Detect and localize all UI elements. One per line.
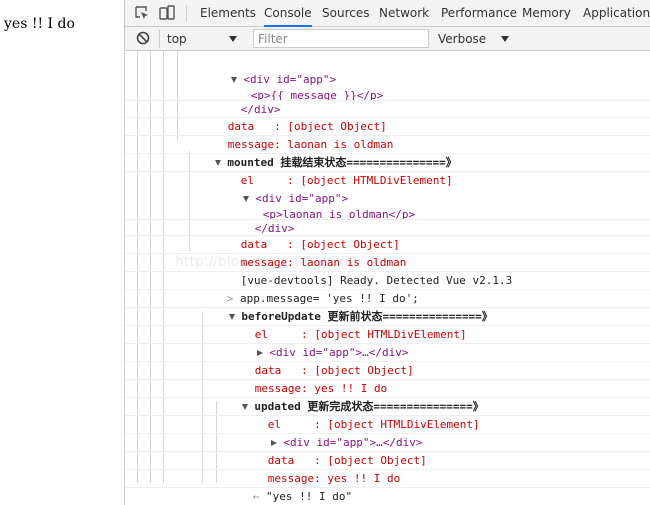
- inspect-element-icon[interactable]: [134, 5, 150, 21]
- chevron-down-icon[interactable]: [501, 36, 509, 42]
- log-line: el : [object HTMLDivElement]: [125, 154, 650, 187]
- log-text: [vue-devtools] Ready. Detected Vue v2.1.…: [240, 274, 513, 287]
- tree-guide: [137, 51, 138, 483]
- log-text: "yes !! I do": [266, 490, 353, 503]
- page-text: yes !! I do: [4, 16, 75, 32]
- tree-guide: [163, 51, 164, 483]
- tab-elements[interactable]: Elements: [200, 6, 256, 20]
- log-line: </div>: [125, 83, 650, 116]
- toolbar-divider: [159, 30, 160, 48]
- log-text: <div id="app">: [243, 73, 337, 86]
- expand-arrow-icon[interactable]: [230, 77, 237, 83]
- collapse-arrow-icon[interactable]: [256, 350, 263, 356]
- tab-sources[interactable]: Sources: [322, 6, 370, 20]
- log-text: </div>: [240, 103, 281, 116]
- console-output: http://blog.csdn.net/...202 <div id="app…: [125, 51, 650, 505]
- tab-memory[interactable]: Memory: [522, 6, 571, 20]
- expand-arrow-icon[interactable]: [214, 160, 221, 166]
- log-group-beforeupdate[interactable]: beforeUpdate 更新前状态===============》: [125, 290, 650, 323]
- log-text: <div id="app">…</div>: [269, 346, 409, 359]
- console-input[interactable]: >: [125, 488, 650, 505]
- log-text: el : [object HTMLDivElement]: [254, 328, 467, 341]
- log-line: message: laonan is oldman: [125, 236, 650, 269]
- log-line[interactable]: <div id="app">: [125, 172, 650, 205]
- log-line[interactable]: <div id="app">…</div>: [125, 416, 650, 449]
- tree-guide: [216, 401, 217, 483]
- log-line[interactable]: <div id="app">: [125, 53, 650, 86]
- tab-performance[interactable]: Performance: [441, 6, 518, 20]
- log-line: el : [object HTMLDivElement]: [125, 308, 650, 341]
- log-text: mounted 挂载结束状态===============》: [227, 156, 457, 169]
- log-text: <div id="app">…</div>: [283, 436, 423, 449]
- tree-guide: [177, 51, 178, 141]
- device-toolbar-icon[interactable]: [159, 5, 175, 21]
- toolbar-divider: [186, 5, 187, 22]
- chevron-down-icon[interactable]: [229, 36, 237, 42]
- log-line: data : [object Object]: [125, 434, 650, 467]
- context-select[interactable]: top: [167, 32, 187, 46]
- clear-console-icon[interactable]: [136, 31, 150, 45]
- watermark: http://blog.csdn.net/...202: [175, 254, 358, 270]
- tree-guide: [150, 51, 151, 483]
- filter-input[interactable]: [253, 29, 429, 48]
- log-text: <p>laonan is oldman</p>: [262, 208, 416, 221]
- tab-network[interactable]: Network: [379, 6, 430, 20]
- devtools-panel: Elements Console Sources Network Perform…: [124, 0, 650, 505]
- log-group-updated[interactable]: updated 更新完成状态===============》: [125, 380, 650, 413]
- log-line: data : [object Object]: [125, 344, 650, 377]
- log-line: [vue-devtools] Ready. Detected Vue v2.1.…: [125, 254, 650, 287]
- expand-arrow-icon[interactable]: [228, 314, 235, 320]
- log-text: <div id="app">: [255, 192, 349, 205]
- devtools-tabbar: Elements Console Sources Network Perform…: [125, 0, 650, 27]
- log-text: data : [object Object]: [267, 454, 427, 467]
- log-text: message: yes !! I do: [267, 472, 401, 485]
- log-line: </div>: [125, 202, 650, 235]
- collapse-arrow-icon[interactable]: [270, 440, 277, 446]
- log-line: el : [object HTMLDivElement]: [125, 398, 650, 431]
- log-text: app.message= 'yes !! I do';: [240, 292, 419, 305]
- log-level-select[interactable]: Verbose: [438, 32, 487, 46]
- log-text: el : [object HTMLDivElement]: [240, 174, 453, 187]
- log-line: data : [object Object]: [125, 218, 650, 251]
- console-result-line: ← "yes !! I do": [125, 470, 650, 503]
- log-text: data : [object Object]: [227, 120, 387, 133]
- log-text: beforeUpdate 更新前状态===============》: [241, 310, 493, 323]
- log-line: <p>{{ message }}</p>: [125, 69, 650, 102]
- log-text: message: yes !! I do: [254, 382, 388, 395]
- log-line[interactable]: <div id="app">…</div>: [125, 326, 650, 359]
- log-line: <p>laonan is oldman</p>: [125, 188, 650, 221]
- log-line: message: yes !! I do: [125, 362, 650, 395]
- tab-application[interactable]: Application: [583, 6, 650, 20]
- log-line: message: yes !! I do: [125, 452, 650, 485]
- log-line: message: laonan is oldman: [125, 118, 650, 151]
- log-text: </div>: [254, 222, 295, 235]
- console-toolbar: top Verbose: [125, 27, 650, 51]
- log-text: data : [object Object]: [254, 364, 414, 377]
- inspected-page: yes !! I do: [0, 0, 124, 505]
- log-text: el : [object HTMLDivElement]: [267, 418, 480, 431]
- log-line: data : [object Object]: [125, 100, 650, 133]
- result-arrow-icon: ←: [252, 490, 260, 503]
- expand-arrow-icon[interactable]: [241, 404, 248, 410]
- log-text: message: laonan is oldman: [240, 256, 407, 269]
- tree-guide: [189, 151, 190, 251]
- expand-arrow-icon[interactable]: [242, 196, 249, 202]
- tab-console[interactable]: Console: [264, 0, 312, 27]
- log-text: message: laonan is oldman: [227, 138, 394, 151]
- input-prompt-icon: >: [226, 292, 234, 305]
- log-group-mounted[interactable]: mounted 挂载结束状态===============》: [125, 136, 650, 169]
- log-text: data : [object Object]: [240, 238, 400, 251]
- log-text: updated 更新完成状态===============》: [254, 400, 484, 413]
- log-text: <p>{{ message }}</p>: [250, 89, 384, 102]
- console-command-line[interactable]: > app.message= 'yes !! I do';: [125, 272, 650, 305]
